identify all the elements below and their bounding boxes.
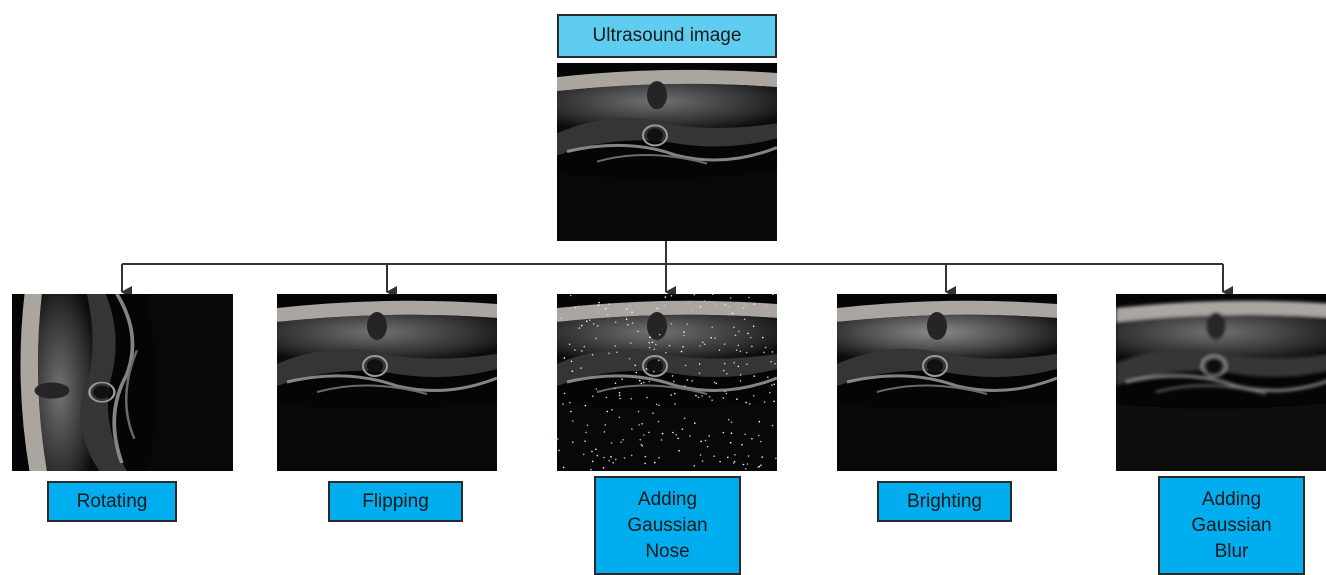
gaussian-noise-label: Adding Gaussian Nose: [594, 476, 741, 575]
flipping-label: Flipping: [328, 481, 463, 522]
gaussian-blur-label: Adding Gaussian Blur: [1158, 476, 1305, 575]
original-ultrasound-image: [557, 63, 777, 241]
rotated-ultrasound-image: [12, 294, 233, 471]
original-image-label: Ultrasound image: [557, 14, 777, 58]
flipped-ultrasound-image: [277, 294, 497, 471]
ultrasound-scan-graphic: [12, 294, 233, 471]
ultrasound-scan-graphic: [557, 63, 777, 241]
rotating-label: Rotating: [47, 481, 177, 522]
blurred-ultrasound-image: [1116, 294, 1326, 471]
ultrasound-scan-graphic: [1116, 294, 1326, 471]
noisy-ultrasound-image: [557, 294, 777, 471]
brighting-label: Brighting: [877, 481, 1012, 522]
ultrasound-scan-graphic: [277, 294, 497, 471]
ultrasound-scan-graphic: [557, 294, 777, 471]
ultrasound-scan-graphic: [837, 294, 1057, 471]
brightened-ultrasound-image: [837, 294, 1057, 471]
